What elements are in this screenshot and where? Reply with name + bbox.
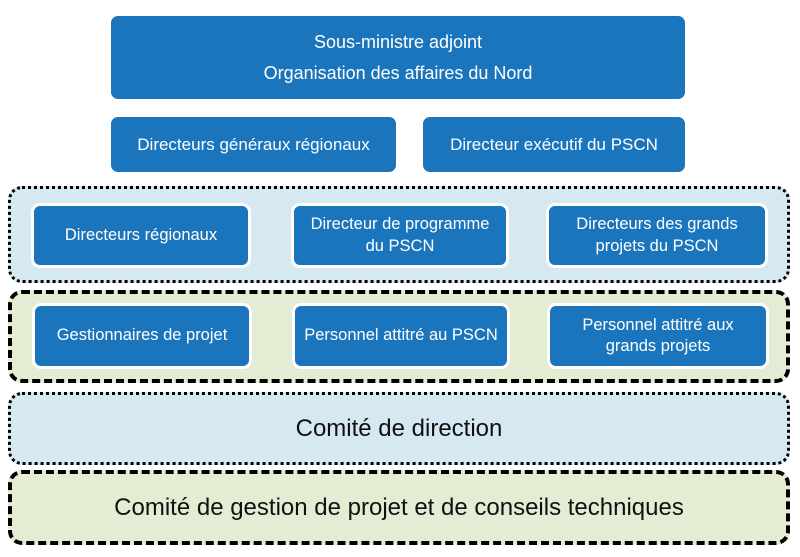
node-label: Personnel attitré au PSCN	[304, 326, 498, 345]
committee-label: Comité de gestion de projet et de consei…	[114, 493, 684, 521]
node-directeurs-grands-projets-pscn: Directeurs des grands projets du PSCN	[546, 203, 768, 268]
node-directeurs-generaux-regionaux: Directeurs généraux régionaux	[111, 117, 396, 172]
node-title-line1: Sous-ministre adjoint	[313, 31, 483, 52]
node-label: Directeur exécutif du PSCN	[450, 134, 658, 154]
node-directeur-executif-pscn: Directeur exécutif du PSCN	[423, 117, 685, 172]
node-title-line2: Organisation des affaires du Nord	[263, 63, 533, 83]
band-staff: Gestionnaires de projet Personnel attitr…	[8, 290, 790, 383]
node-directeurs-regionaux: Directeurs régionaux	[31, 203, 251, 268]
node-label: Gestionnaires de projet	[56, 326, 228, 345]
node-label: Directeurs généraux régionaux	[137, 134, 370, 154]
node-personnel-attitre-pscn: Personnel attitré au PSCN	[292, 303, 510, 369]
band-directors: Directeurs régionaux Directeur de progra…	[8, 186, 790, 283]
band-comite-de-gestion: Comité de gestion de projet et de consei…	[8, 470, 790, 545]
band-comite-de-direction: Comité de direction	[8, 392, 790, 465]
committee-label: Comité de direction	[295, 414, 503, 442]
node-label: Directeur de programme du PSCN	[310, 215, 490, 255]
node-personnel-attitre-grands-projets: Personnel attitré aux grands projets	[547, 303, 769, 369]
node-sous-ministre-adjoint: Sous-ministre adjoint Organisation des a…	[111, 16, 685, 99]
node-label: Personnel attitré aux grands projets	[582, 315, 734, 355]
node-directeur-programme-pscn: Directeur de programme du PSCN	[291, 203, 509, 268]
node-label: Directeurs des grands projets du PSCN	[576, 215, 738, 255]
node-gestionnaires-de-projet: Gestionnaires de projet	[32, 303, 252, 369]
node-label: Directeurs régionaux	[64, 225, 218, 244]
